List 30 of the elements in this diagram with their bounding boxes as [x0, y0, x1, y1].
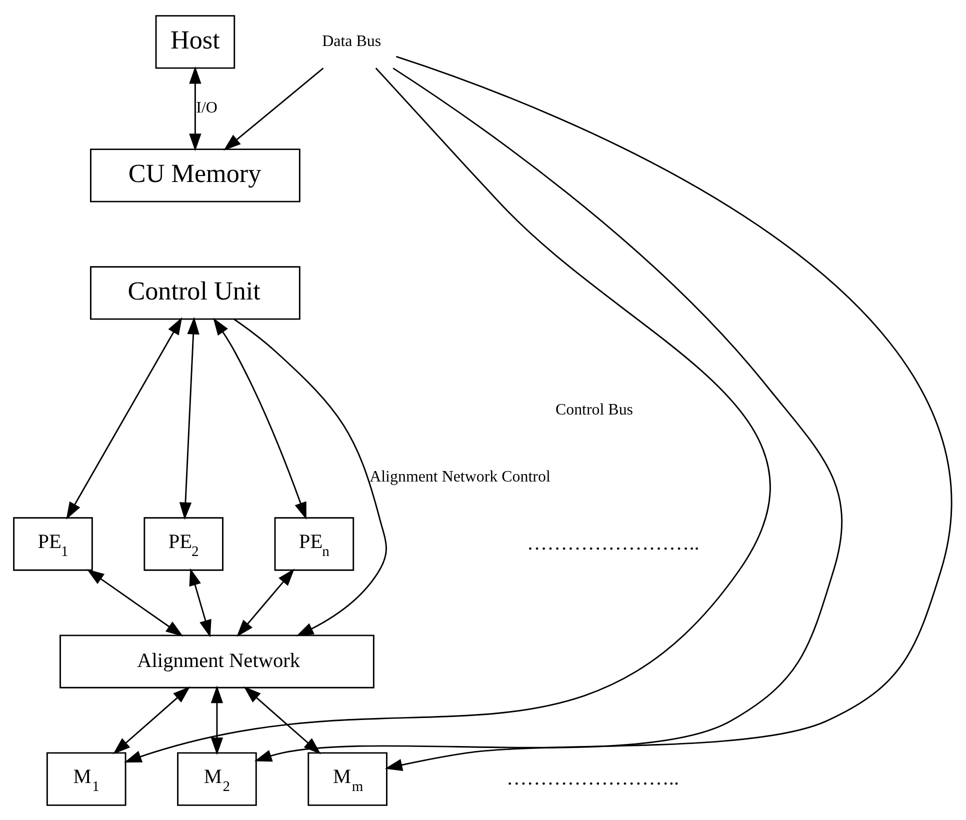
node-box: Alignment Network	[60, 634, 374, 688]
node-text: Data Bus	[322, 32, 382, 50]
node-box: M$_{2}$	[177, 752, 257, 806]
arrow	[210, 685, 224, 754]
arrow	[86, 568, 184, 636]
node-box: CU Memory	[90, 148, 300, 202]
arrow	[189, 568, 212, 637]
arrow	[213, 317, 306, 520]
edge-label: Alignment Network Control	[370, 468, 550, 485]
arrow	[113, 686, 190, 754]
node-box: M$_{1}$	[46, 752, 126, 806]
arrow	[384, 55, 952, 770]
node-box: PE$_{2}$	[144, 516, 224, 570]
arrow	[254, 67, 842, 762]
label: Control Bus	[555, 401, 634, 418]
arrow	[179, 316, 200, 520]
arrow	[224, 67, 324, 150]
label: ……………………..	[506, 766, 680, 789]
label: ……………………..	[526, 532, 700, 554]
arrow	[234, 318, 387, 636]
arrow	[124, 67, 770, 762]
edge-label: I/O	[196, 99, 218, 116]
node-box: PE$_{n}$	[274, 516, 354, 570]
arrow	[236, 568, 294, 636]
node-box: PE$_{1}$	[13, 516, 93, 570]
node-box: Control Unit	[90, 266, 300, 320]
node-box: M$_{m}$	[308, 752, 388, 806]
arrow	[189, 66, 202, 151]
node-box: Host	[155, 14, 236, 68]
arrow	[66, 316, 182, 519]
